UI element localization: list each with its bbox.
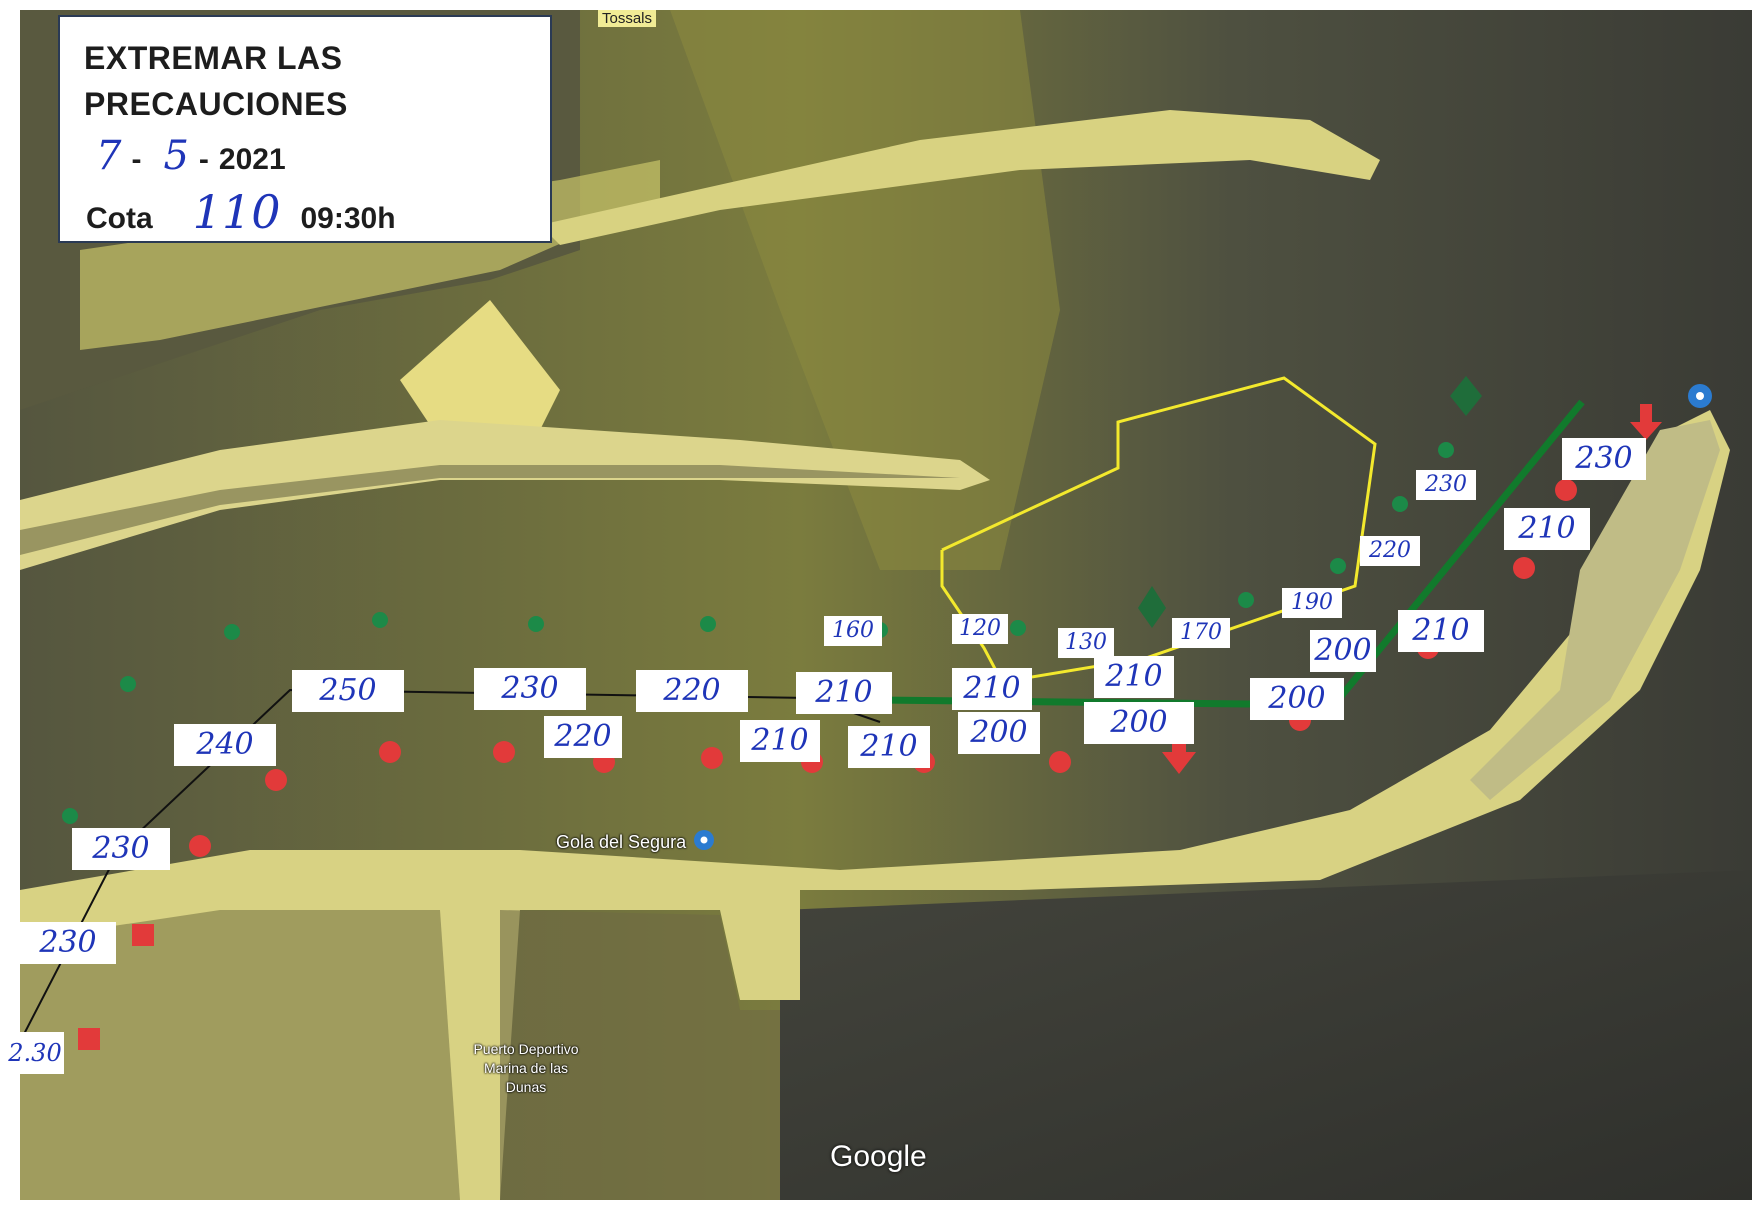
depth-label: 2.30 (6, 1032, 64, 1074)
depth-label: 220 (636, 670, 748, 712)
jetty-rocks (20, 465, 960, 555)
green-buoy (700, 616, 716, 632)
depth-label: 190 (1282, 588, 1342, 618)
green-cardinal-marker (1138, 586, 1166, 628)
depth-label: 210 (796, 672, 892, 714)
north-breakwater (540, 110, 1380, 245)
notice-cota: Cota 110 09:30h (84, 185, 550, 239)
middle-jetty (20, 420, 990, 570)
depth-label: 230 (1562, 438, 1646, 480)
depth-label: 240 (174, 724, 276, 766)
place-label-puerto-deportivo: Puerto Deportivo Marina de las Dunas (473, 1041, 579, 1095)
red-buoy (379, 741, 401, 763)
depth-label: 250 (292, 670, 404, 712)
notice-time: 09:30h (300, 202, 396, 235)
warning-notice: EXTREMAR LAS PRECAUCIONES 7 - 5 - 2021 C… (58, 15, 552, 243)
depth-label: 200 (1084, 702, 1194, 744)
east-breakwater (1470, 420, 1720, 800)
notice-title-line2: PRECAUCIONES (84, 86, 348, 122)
depth-label: 170 (1172, 618, 1230, 648)
depth-label: 210 (1398, 610, 1484, 652)
open-sea (780, 870, 1752, 1200)
depth-label: 210 (848, 726, 930, 768)
google-logo: Google (830, 1140, 927, 1173)
red-buoy (132, 924, 154, 946)
red-buoy (78, 1028, 100, 1050)
depth-label: 220 (544, 716, 622, 758)
red-buoy (265, 769, 287, 791)
red-buoy (493, 741, 515, 763)
green-buoy (528, 616, 544, 632)
notice-date: 7 - 5 - 2021 (96, 133, 286, 179)
red-buoy (1555, 479, 1577, 501)
marina-area (500, 910, 780, 1200)
depth-label: 200 (1250, 678, 1344, 720)
depth-label: 210 (740, 720, 820, 762)
cota-value: 110 (192, 185, 281, 239)
depth-label: 230 (1416, 470, 1476, 500)
map-frame[interactable] (20, 10, 1752, 1200)
red-buoy (1049, 751, 1071, 773)
green-buoy (1010, 620, 1026, 636)
date-day: 7 (96, 133, 122, 179)
green-buoy (224, 624, 240, 640)
green-buoy (120, 676, 136, 692)
green-buoy (1438, 442, 1454, 458)
date-month: 5 (163, 133, 189, 179)
red-arrow-marker (1162, 730, 1196, 774)
green-buoy (1330, 558, 1346, 574)
depth-label: 230 (72, 828, 170, 870)
red-buoy (701, 747, 723, 769)
sand-bank (400, 300, 560, 440)
south-land (20, 410, 1730, 1200)
depth-label: 160 (824, 616, 882, 646)
green-buoy (1238, 592, 1254, 608)
place-label-tossals: Tossals (598, 10, 657, 27)
depth-label: 210 (1094, 656, 1174, 698)
green-buoy (372, 612, 388, 628)
location-pin-icon[interactable] (694, 830, 714, 850)
notice-title-line1: EXTREMAR LAS (84, 40, 343, 76)
depth-label: 230 (20, 922, 116, 964)
depth-label: 230 (474, 668, 586, 710)
red-arrow-marker (1630, 404, 1662, 440)
cota-label: Cota (86, 202, 153, 235)
depth-label: 200 (958, 712, 1040, 754)
depth-label: 200 (1310, 630, 1376, 672)
green-buoy (62, 808, 78, 824)
place-label-gola-del-segura: Gola del Segura (556, 832, 687, 852)
red-buoy (1513, 557, 1535, 579)
date-year: 2021 (218, 143, 286, 176)
south-vegetation (20, 910, 460, 1200)
red-buoy (189, 835, 211, 857)
green-buoy (1392, 496, 1408, 512)
depth-label: 210 (1504, 508, 1590, 550)
depth-label: 210 (952, 668, 1032, 710)
location-pin-icon[interactable] (1688, 384, 1712, 408)
depth-label: 120 (952, 614, 1008, 644)
depth-label: 130 (1058, 628, 1114, 658)
green-cardinal-marker (1450, 376, 1482, 416)
depth-label: 220 (1360, 536, 1420, 566)
